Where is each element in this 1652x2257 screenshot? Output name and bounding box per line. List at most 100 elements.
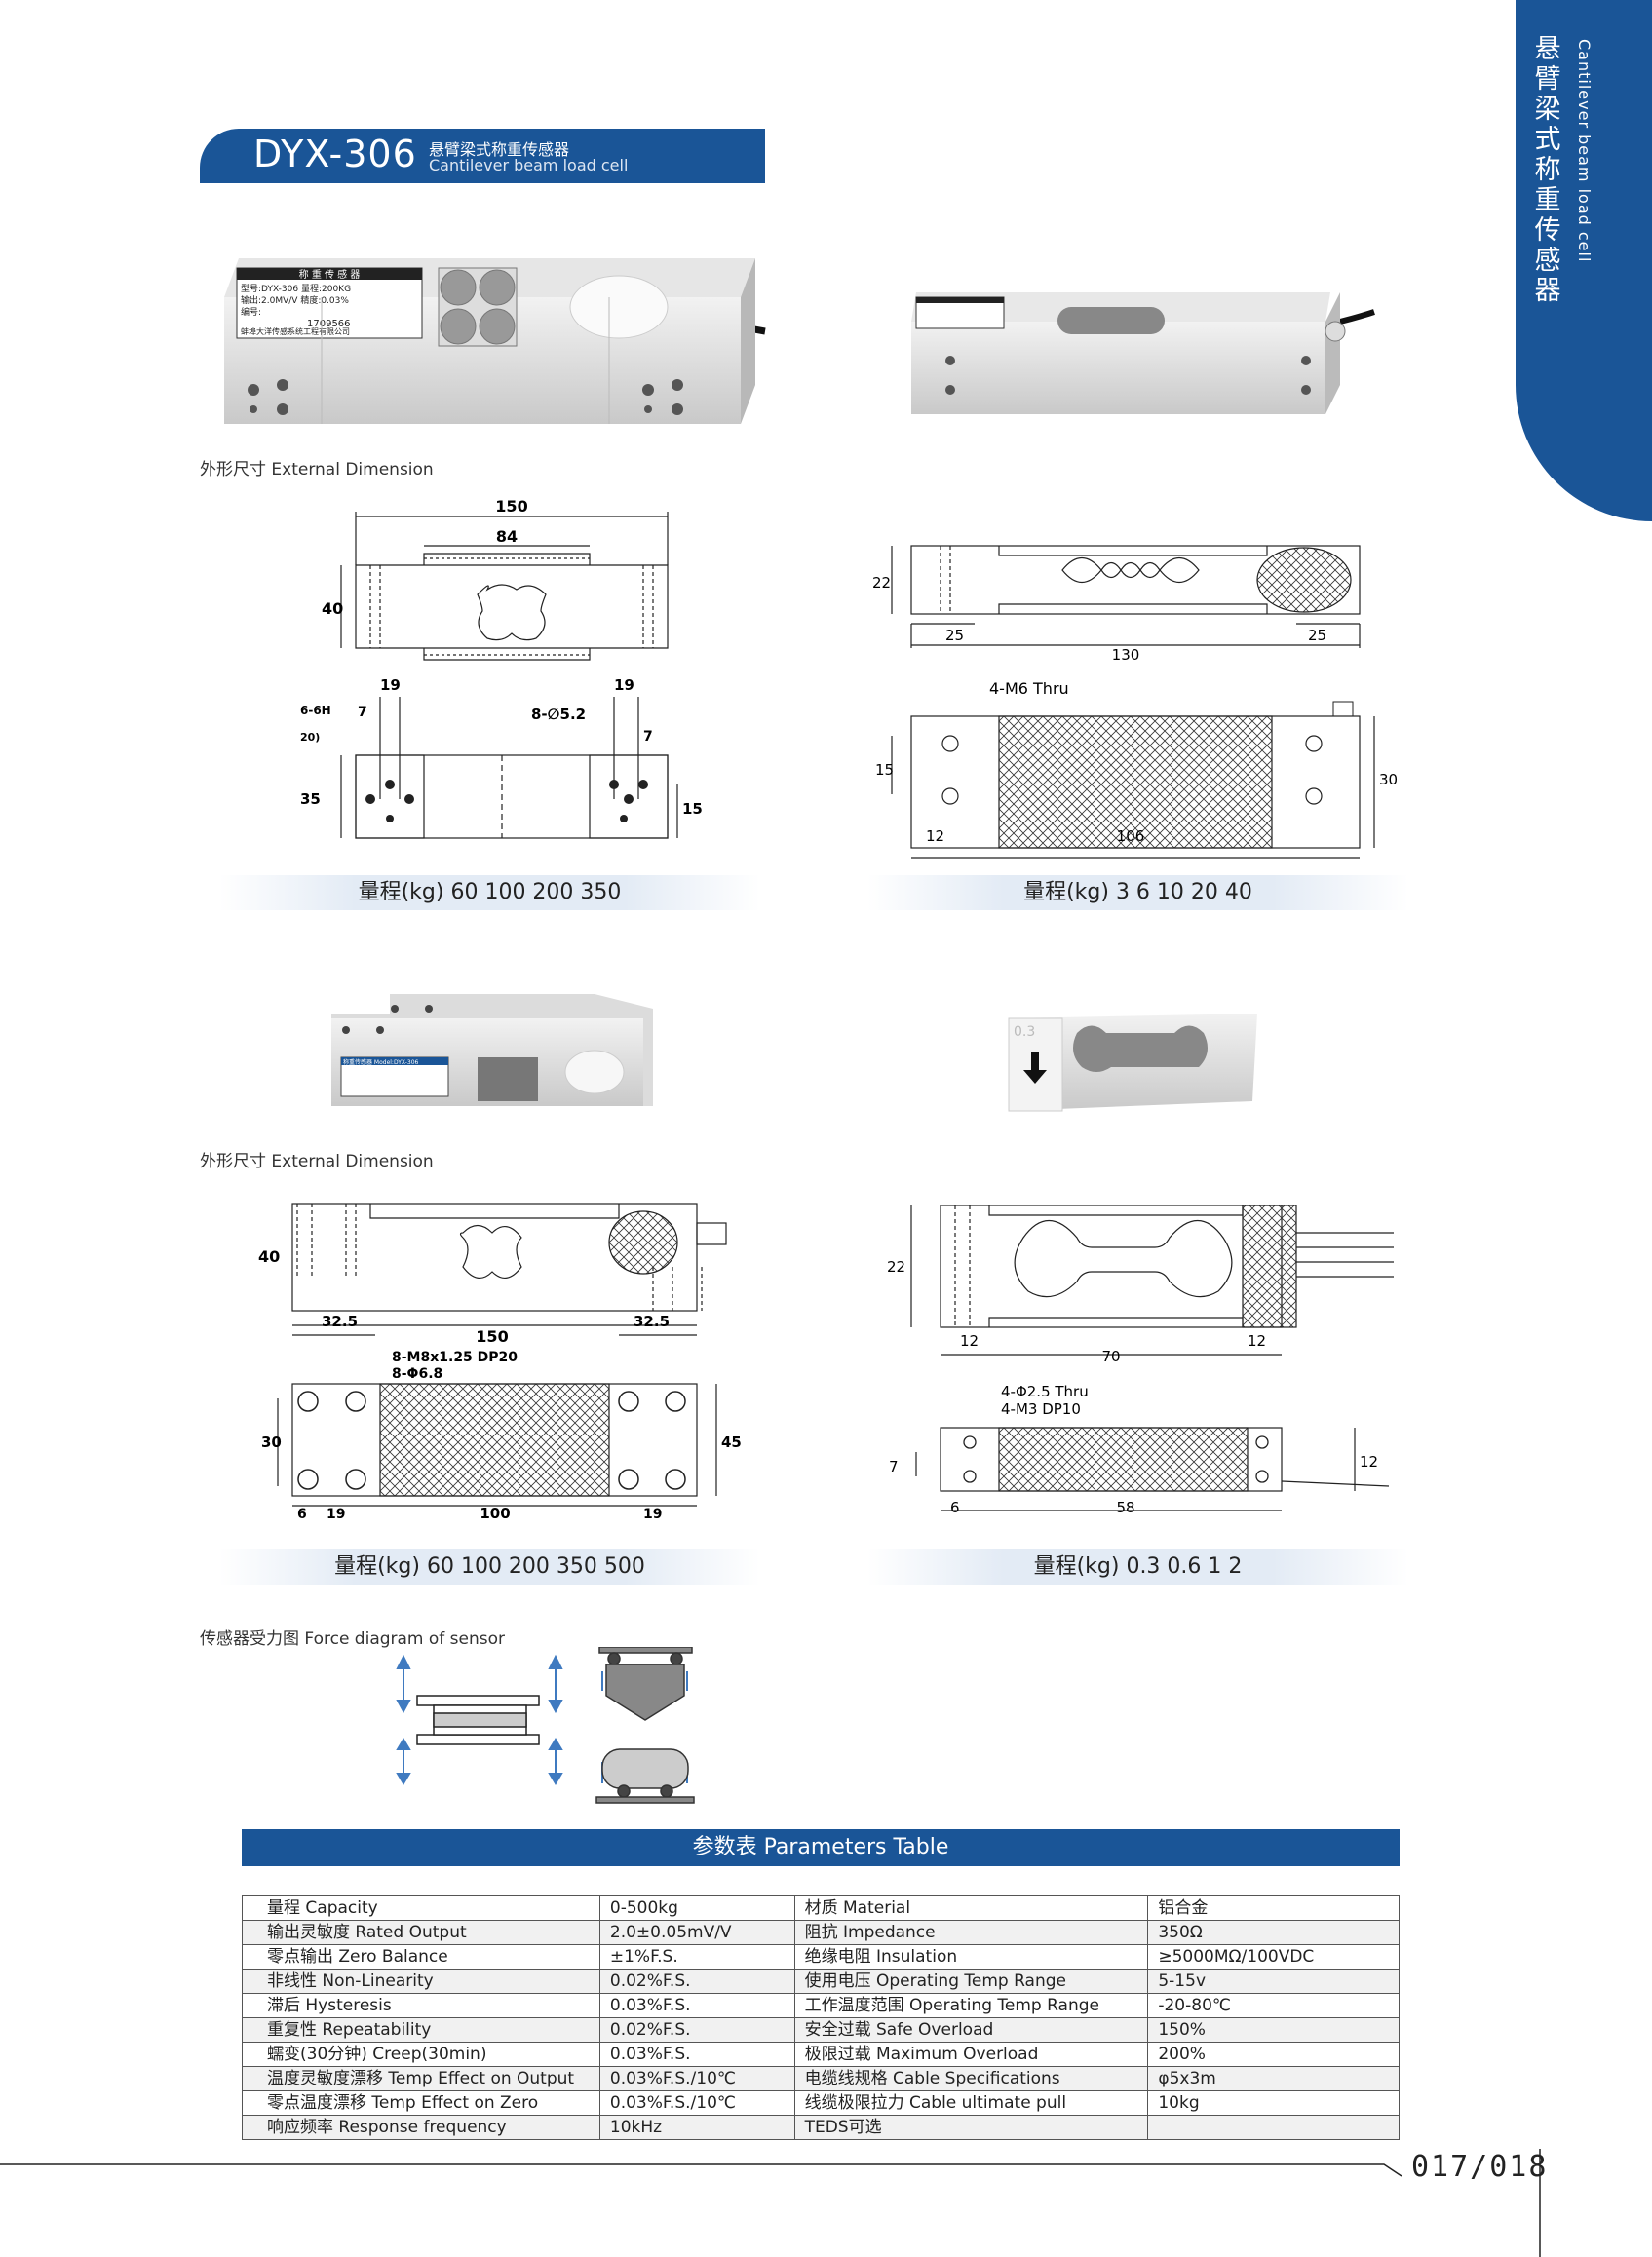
dim-19-b: 19 <box>614 676 634 694</box>
dim-25-b: 25 <box>1308 627 1326 644</box>
table-row: 蠕变(30分钟) Creep(30min)0.03%F.S.极限过载 Maxim… <box>242 2042 1400 2067</box>
table-cell: 0.02%F.S. <box>598 2017 795 2043</box>
range-text-1-right: 量程(kg) 3 6 10 20 40 <box>1023 880 1252 904</box>
load-cell-photo-1: 称 重 传 感 器 型号:DYX-306 量程:200KG 输出:2.0MV/V… <box>224 258 766 424</box>
dim-32-5-a: 32.5 <box>322 1313 358 1330</box>
table-cell: 0.03%F.S./10℃ <box>598 2066 795 2091</box>
dim-7-a: 7 <box>358 705 367 720</box>
params-table-title: 参数表 Parameters Table <box>242 1829 1400 1866</box>
table-cell: 输出灵敏度 Rated Output <box>242 1920 600 1945</box>
dim-7: 7 <box>889 1458 899 1475</box>
table-cell: 150% <box>1147 2017 1400 2043</box>
table-cell: 安全过载 Safe Overload <box>793 2017 1149 2043</box>
range-text-2-right: 量程(kg) 0.3 0.6 1 2 <box>1033 1554 1243 1579</box>
thread-m8: 8-M8x1.25 DP20 <box>392 1350 518 1365</box>
holes-m6: 4-M6 Thru <box>989 679 1069 698</box>
label-line-1: 称 重 传 感 器 <box>299 268 361 281</box>
holes-phi2-5: 4-Φ2.5 Thru <box>1001 1383 1089 1400</box>
table-cell: 使用电压 Operating Temp Range <box>793 1969 1149 1994</box>
table-cell: 2.0±0.05mV/V <box>598 1920 795 1945</box>
dim-6: 6 <box>297 1507 307 1522</box>
dim-70: 70 <box>1101 1348 1120 1365</box>
dim-15: 15 <box>875 761 894 779</box>
table-cell: 0.03%F.S. <box>598 2042 795 2067</box>
drawing-2-right: 22 12 70 12 4-Φ2.5 Thru 4-M3 DP10 7 12 6… <box>887 1205 1394 1516</box>
holes-phi6-8: 8-Φ6.8 <box>392 1366 442 1382</box>
label-line-5: 1709566 <box>307 319 351 329</box>
dim-106: 106 <box>1117 827 1145 845</box>
load-cell-photo-2 <box>911 292 1375 414</box>
thread-depth: 20) <box>300 731 320 744</box>
load-cell-photo-4: 0.3 <box>1008 1014 1257 1112</box>
dim-12: 12 <box>1360 1453 1378 1471</box>
dim-19-a: 19 <box>380 676 401 694</box>
dim-22: 22 <box>872 574 891 592</box>
range-bar-2-left: 量程(kg) 60 100 200 350 500 <box>219 1549 760 1585</box>
table-cell: 线缆极限拉力 Cable ultimate pull <box>793 2090 1149 2116</box>
table-cell: 响应频率 Response frequency <box>242 2115 600 2140</box>
holes-m3: 4-M3 DP10 <box>1001 1400 1081 1418</box>
dim-35: 35 <box>300 790 321 808</box>
table-cell: 0.03%F.S./10℃ <box>598 2090 795 2116</box>
dim-6: 6 <box>950 1499 960 1516</box>
dim-19-b: 19 <box>643 1507 662 1522</box>
side-tab: 悬臂梁式称重传感器 Cantilever beam load cell <box>1516 0 1652 521</box>
photo3-label: 称重传感器 Model:DYX-306 <box>343 1058 419 1066</box>
label-line-4: 编号: <box>241 306 261 318</box>
label-line-6: 蚌埠大洋传感系统工程有限公司 <box>241 326 350 336</box>
load-cell-photo-3: 称重传感器 Model:DYX-306 <box>331 994 653 1106</box>
dim-19-a: 19 <box>327 1507 345 1522</box>
table-cell: 350Ω <box>1147 1920 1400 1945</box>
table-cell: 工作温度范围 Operating Temp Range <box>793 1993 1149 2018</box>
table-cell: 零点输出 Zero Balance <box>242 1944 600 1970</box>
table-cell: ±1%F.S. <box>598 1944 795 1970</box>
dim-22: 22 <box>887 1258 905 1276</box>
dim-12-a: 12 <box>960 1332 979 1350</box>
model-number: DYX-306 <box>253 133 417 175</box>
dim-84: 84 <box>496 527 518 546</box>
table-cell: 10kg <box>1147 2090 1400 2116</box>
table-cell: 蠕变(30分钟) Creep(30min) <box>242 2042 600 2067</box>
table-cell: 重复性 Repeatability <box>242 2017 600 2043</box>
table-cell: 阻抗 Impedance <box>793 1920 1149 1945</box>
range-bar-1-right: 量程(kg) 3 6 10 20 40 <box>867 875 1408 910</box>
dim-100: 100 <box>480 1505 510 1522</box>
drawing-2-left: 40 32.5 150 32.5 8-M8x1.25 DP20 8-Φ6.8 3… <box>258 1203 741 1522</box>
dim-45: 45 <box>721 1434 741 1451</box>
side-tab-chinese: 悬臂梁式称重传感器 <box>1534 34 1561 306</box>
table-cell: 量程 Capacity <box>242 1895 600 1921</box>
dim-150: 150 <box>476 1327 508 1346</box>
dim-15: 15 <box>682 800 703 818</box>
dim-25-a: 25 <box>945 627 964 644</box>
dim-40: 40 <box>322 599 343 618</box>
section2-label: 外形尺寸 External Dimension <box>200 1152 434 1171</box>
dim-130: 130 <box>1112 646 1140 664</box>
section1-label: 外形尺寸 External Dimension <box>200 460 434 479</box>
table-cell: φ5x3m <box>1147 2066 1400 2091</box>
table-row: 零点输出 Zero Balance±1%F.S.绝缘电阻 Insulation≥… <box>242 1944 1400 1970</box>
dim-30: 30 <box>1379 771 1398 788</box>
force-diagram-label: 传感器受力图 Force diagram of sensor <box>200 1629 506 1649</box>
table-cell: 200% <box>1147 2042 1400 2067</box>
table-cell: 极限过载 Maximum Overload <box>793 2042 1149 2067</box>
table-cell: ≥5000MΩ/100VDC <box>1147 1944 1400 1970</box>
table-cell: 滞后 Hysteresis <box>242 1993 600 2018</box>
drawing-1-left: 150 84 40 19 19 7 7 6-6H 20) 8-∅5.2 35 1… <box>300 497 703 839</box>
dim-12-b: 12 <box>1248 1332 1266 1350</box>
dim-150: 150 <box>495 497 527 516</box>
table-cell: 0.03%F.S. <box>598 1993 795 2018</box>
title-chinese: 悬臂梁式称重传感器 <box>429 140 570 159</box>
label-line-2: 型号:DYX-306 量程:200KG <box>241 284 351 294</box>
photo4-tag: 0.3 <box>1014 1024 1035 1040</box>
range-bar-1-left: 量程(kg) 60 100 200 350 <box>219 875 760 910</box>
range-text-2-left: 量程(kg) 60 100 200 350 500 <box>334 1554 645 1579</box>
table-cell: 5-15v <box>1147 1969 1400 1994</box>
table-cell: 材质 Material <box>793 1895 1149 1921</box>
dim-40: 40 <box>258 1247 280 1266</box>
